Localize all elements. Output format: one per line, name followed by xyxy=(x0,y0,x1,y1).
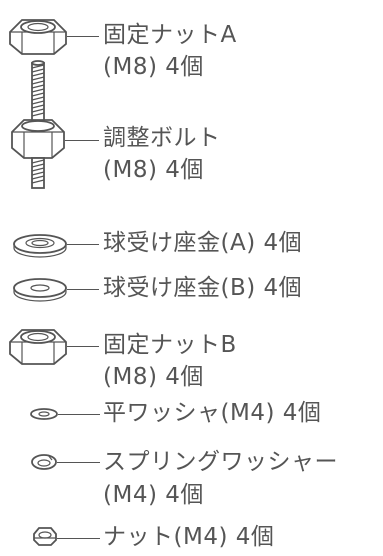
label-washer-a: 球受け座金(A) 4個 xyxy=(103,230,303,256)
washer-icon xyxy=(13,278,67,302)
label-flat-washer: 平ワッシャ(M4) 4個 xyxy=(103,400,322,426)
label-lock-nut-a-spec: (M8) 4個 xyxy=(103,54,204,80)
label-spring-washer: スプリングワッシャー xyxy=(103,449,338,475)
leader-line xyxy=(67,244,99,245)
label-lock-nut-b: 固定ナットB xyxy=(103,332,237,358)
label-nut-m4: ナット(M4) 4個 xyxy=(103,524,275,550)
hex-nut-icon xyxy=(9,329,67,365)
leader-line xyxy=(67,36,99,37)
label-adjust-bolt: 調整ボルト xyxy=(103,125,221,151)
flat-washer-icon xyxy=(30,408,58,420)
label-adjust-bolt-spec: (M8) 4個 xyxy=(103,157,204,183)
leader-line xyxy=(67,346,99,347)
adjusting-bolt-icon xyxy=(11,60,65,189)
leader-line xyxy=(67,289,99,290)
spring-washer-icon xyxy=(31,454,57,470)
leader-line xyxy=(65,140,99,141)
leader-line xyxy=(58,414,100,415)
washer-icon xyxy=(13,234,67,258)
hex-nut-icon xyxy=(9,19,67,55)
label-washer-b: 球受け座金(B) 4個 xyxy=(103,275,303,301)
label-spring-washer-spec: (M4) 4個 xyxy=(103,482,204,508)
small-nut-icon xyxy=(33,527,57,546)
leader-line xyxy=(57,462,100,463)
leader-line xyxy=(57,538,100,539)
label-lock-nut-b-spec: (M8) 4個 xyxy=(103,364,204,390)
label-lock-nut-a: 固定ナットA xyxy=(103,22,237,48)
